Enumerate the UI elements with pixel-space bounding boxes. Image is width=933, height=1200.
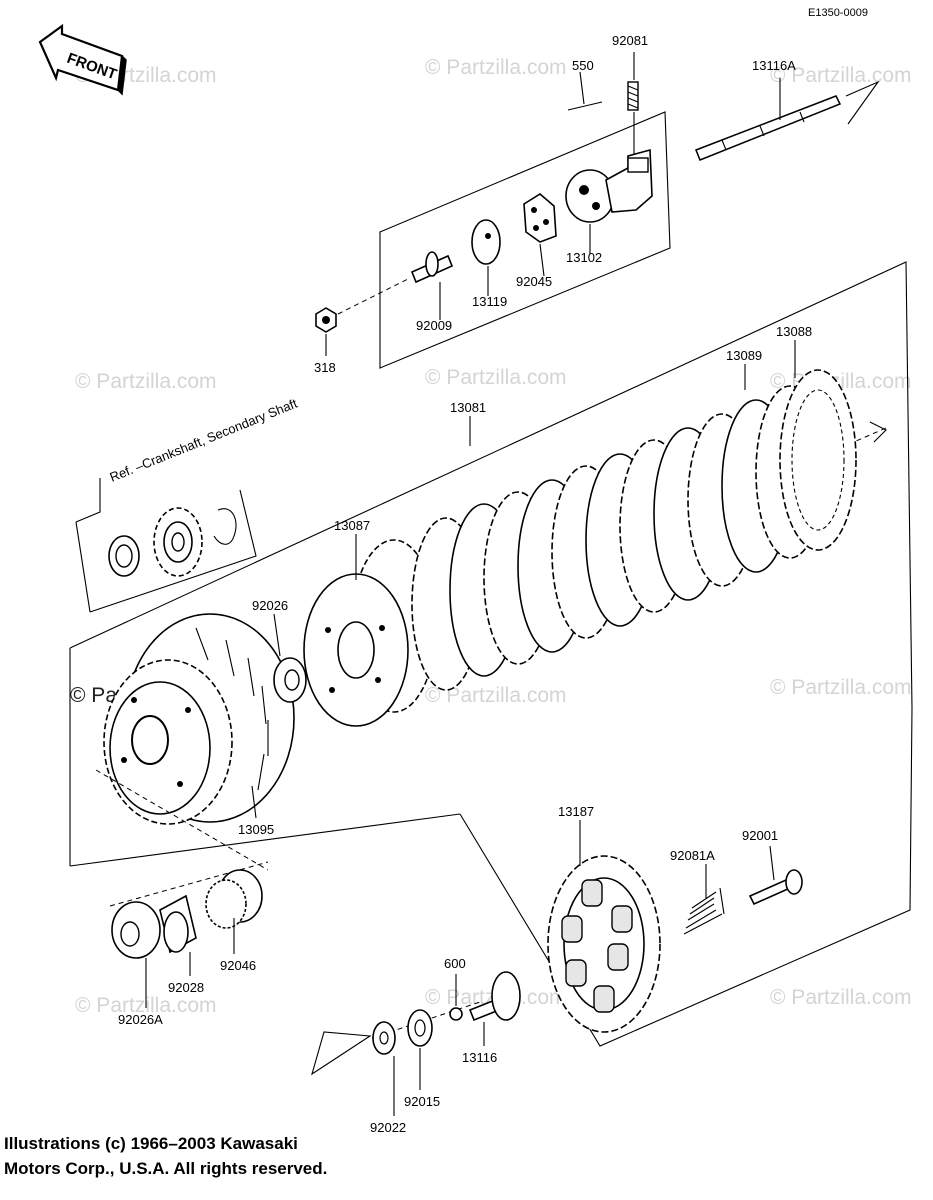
nut-icon [407,1009,433,1047]
part-label: 13119 [472,294,507,309]
diagram-code: E1350-0009 [808,7,868,19]
part-label: 92028 [168,980,204,995]
part-label: 92009 [416,318,452,333]
part-label: 318 [314,360,336,375]
release-mechanism-group [315,52,880,369]
nut-icon [315,307,337,333]
part-label: 92015 [404,1094,440,1109]
plate-icon [523,193,557,243]
part-label: 92022 [370,1120,406,1135]
spring-icon [627,81,639,111]
part-label: 13102 [566,250,602,265]
shaft-icon [695,95,842,161]
ref-note: Ref. –Crankshaft, Secondary Shaft [108,395,300,484]
part-label: 13095 [238,822,274,837]
part-label: 92081A [670,848,715,863]
clutch-plate-stack [411,369,857,691]
watermark: © Partzilla.com [770,676,912,699]
pushrod-icon [468,971,521,1022]
stud-icon [410,251,454,284]
watermark: © Partzilla.com [425,684,567,707]
part-label: 92001 [742,828,778,843]
part-label: 13116 [462,1050,497,1065]
part-labels: 92081 550 13116A 13102 92045 13119 92009… [118,33,812,1135]
washer-icon [111,901,161,959]
part-label: 92081 [612,33,648,48]
collar-icon [108,535,140,577]
clutch-assembly-group [69,261,913,1047]
washer-icon [273,657,307,703]
gear-icon [153,507,203,577]
reference-box: Ref. –Crankshaft, Secondary Shaft [75,395,300,613]
watermark: © Partzilla.com [75,370,217,393]
watermark: © Partzilla.com [770,64,912,87]
part-label: 600 [444,956,466,971]
release-lever-icon [565,148,653,223]
washer-icon [372,1021,396,1055]
watermark: © Partzilla.com [425,56,567,79]
copyright-line: Illustrations (c) 1966–2003 Kawasaki [4,1134,298,1153]
ball-icon [449,1007,463,1021]
part-label: 13081 [450,400,486,415]
clutch-housing-icon [103,613,295,825]
part-label: 550 [572,58,594,73]
needle-bearing-icon [205,869,263,929]
part-label: 13089 [726,348,762,363]
lower-left-parts [109,861,269,1008]
pressure-plate-icon [547,855,661,1033]
part-label: 92026A [118,1012,163,1027]
part-label: 13087 [334,518,370,533]
watermark: © Partzilla.com [770,986,912,1009]
part-label: 92026 [252,598,288,613]
part-label: 92045 [516,274,552,289]
sleeve-icon [159,894,197,954]
part-label: 92046 [220,958,256,973]
spring-icon [683,887,725,935]
part-label: 13088 [776,324,812,339]
part-label: 13116A [752,58,796,73]
cam-icon [471,219,501,265]
watermark: © Partzilla.com [425,366,567,389]
lower-middle-parts [311,971,521,1116]
bolt-icon [748,869,803,906]
copyright-notice: Illustrations (c) 1966–2003 Kawasaki Mot… [4,1131,327,1181]
part-label: 13187 [558,804,594,819]
copyright-line: Motors Corp., U.S.A. All rights reserved… [4,1159,328,1178]
